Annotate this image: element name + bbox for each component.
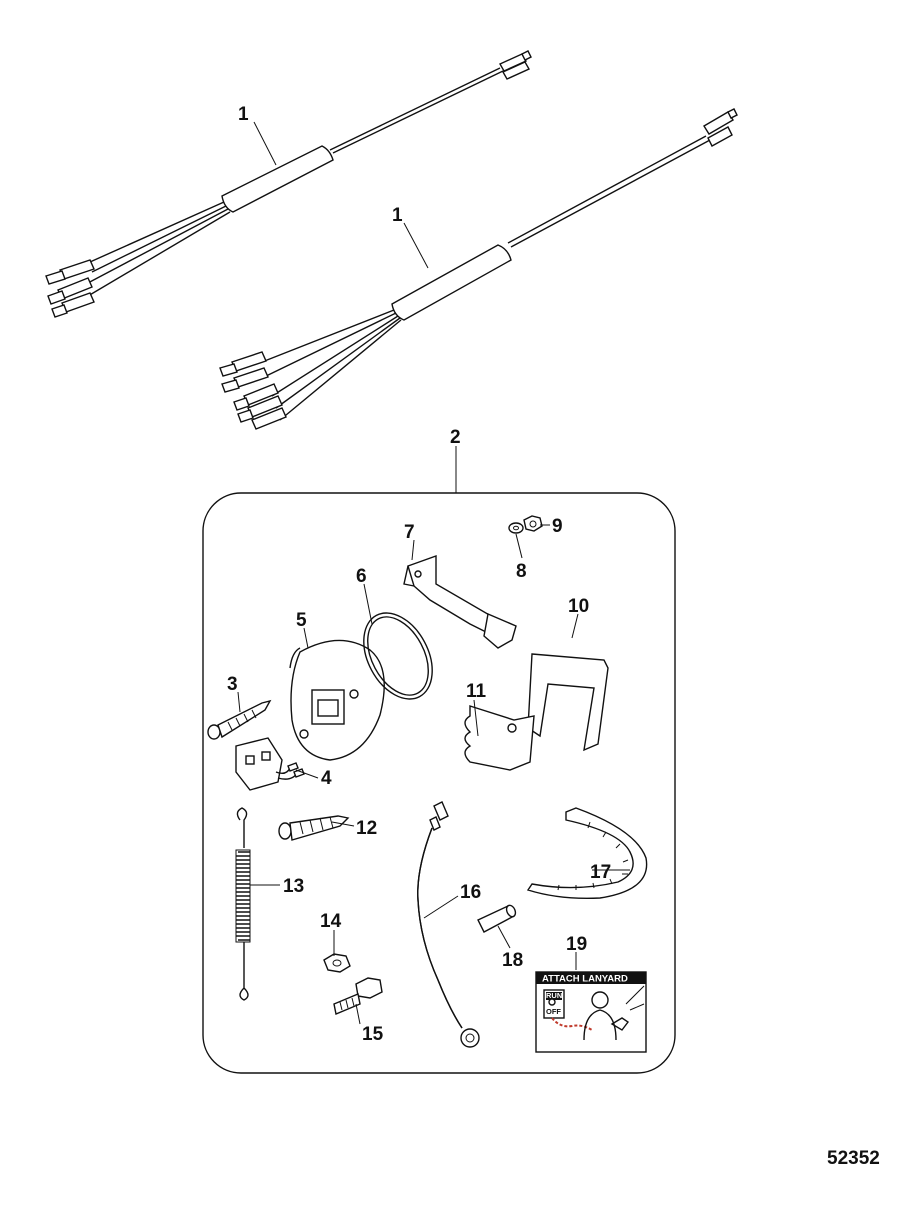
callout-15: 15	[362, 1024, 384, 1045]
part-strap	[526, 807, 648, 899]
callout-1-lower: 1	[392, 205, 403, 226]
callout-17: 17	[590, 862, 611, 883]
callout-8: 8	[516, 561, 527, 582]
part-spring-bracket	[464, 705, 535, 771]
callout-16: 16	[460, 882, 481, 903]
callout-13: 13	[283, 876, 304, 897]
part-nut	[523, 515, 543, 532]
part-gasket-ring	[363, 612, 433, 700]
callout-18: 18	[502, 950, 523, 971]
decal-run-label: RUN	[546, 991, 562, 1000]
kit-boundary	[202, 492, 676, 1074]
callout-5: 5	[296, 610, 307, 631]
part-clip	[527, 653, 609, 752]
wiring-harness-lower	[219, 108, 738, 430]
part-ground-cable	[417, 801, 480, 1048]
callout-19: 19	[566, 934, 587, 955]
part-switch-assembly	[235, 737, 305, 791]
callout-10: 10	[568, 596, 589, 617]
callout-4: 4	[321, 768, 332, 789]
callout-7: 7	[404, 522, 415, 543]
part-extension-spring	[235, 807, 251, 1001]
callout-6: 6	[356, 566, 367, 587]
part-bracket	[403, 555, 517, 649]
part-long-screw	[278, 815, 350, 841]
callout-12: 12	[356, 818, 377, 839]
decal-title: ATTACH LANYARD	[542, 974, 628, 985]
wiring-harness-upper	[45, 50, 532, 318]
part-lanyard-decal: ATTACH LANYARD RUN OFF	[535, 971, 647, 1053]
callout-11: 11	[466, 681, 487, 702]
part-lock-nut	[323, 953, 351, 973]
figure-number: 52352	[827, 1148, 880, 1169]
leader-lines	[237, 121, 630, 1025]
callout-2: 2	[450, 427, 461, 448]
callouts: 1 1 2 3 4 5 6 7 8 9 10 11 12 13 14 15 16…	[227, 104, 611, 1045]
callout-14: 14	[320, 911, 342, 932]
callout-9: 9	[552, 516, 563, 537]
part-screw	[207, 699, 272, 740]
callout-1-upper: 1	[238, 104, 249, 125]
part-pin	[477, 904, 517, 933]
part-bolt	[333, 977, 383, 1015]
decal-off-label: OFF	[546, 1007, 561, 1016]
callout-3: 3	[227, 674, 238, 695]
part-washer	[508, 522, 524, 534]
